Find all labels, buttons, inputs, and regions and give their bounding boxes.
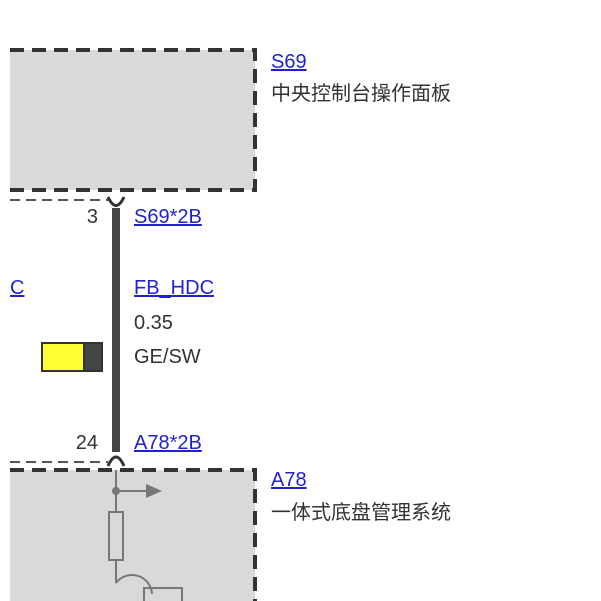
component-name-a78: 一体式底盘管理系统 xyxy=(271,502,451,524)
component-border-s69 xyxy=(10,48,257,192)
pin-socket-bottom xyxy=(106,455,126,467)
wire-color-swatch-yellow xyxy=(41,342,85,372)
connector-code-a78-2b[interactable]: A78*2B xyxy=(134,432,202,454)
pin-number-top: 3 xyxy=(86,206,98,228)
wire-color-code: GE/SW xyxy=(134,346,201,368)
pin-number-bottom: 24 xyxy=(75,432,98,454)
wire-signal-name[interactable]: FB_HDC xyxy=(134,277,215,299)
transistor-lead xyxy=(143,587,183,601)
pin-socket-top xyxy=(106,196,126,207)
wire-gauge: 0.35 xyxy=(134,312,173,334)
arrow-right-icon xyxy=(146,484,162,498)
component-name-s69: 中央控制台操作面板 xyxy=(271,83,451,105)
connector-code-s69-2b[interactable]: S69*2B xyxy=(134,206,202,228)
component-box-a78[interactable] xyxy=(10,470,255,601)
component-border-a78 xyxy=(10,468,257,601)
left-reference-link[interactable]: C xyxy=(10,277,25,299)
component-id-a78[interactable]: A78 xyxy=(271,469,307,491)
component-id-s69[interactable]: S69 xyxy=(271,51,307,73)
wire-color-swatch-black xyxy=(83,342,103,372)
component-box-s69[interactable] xyxy=(10,50,255,190)
